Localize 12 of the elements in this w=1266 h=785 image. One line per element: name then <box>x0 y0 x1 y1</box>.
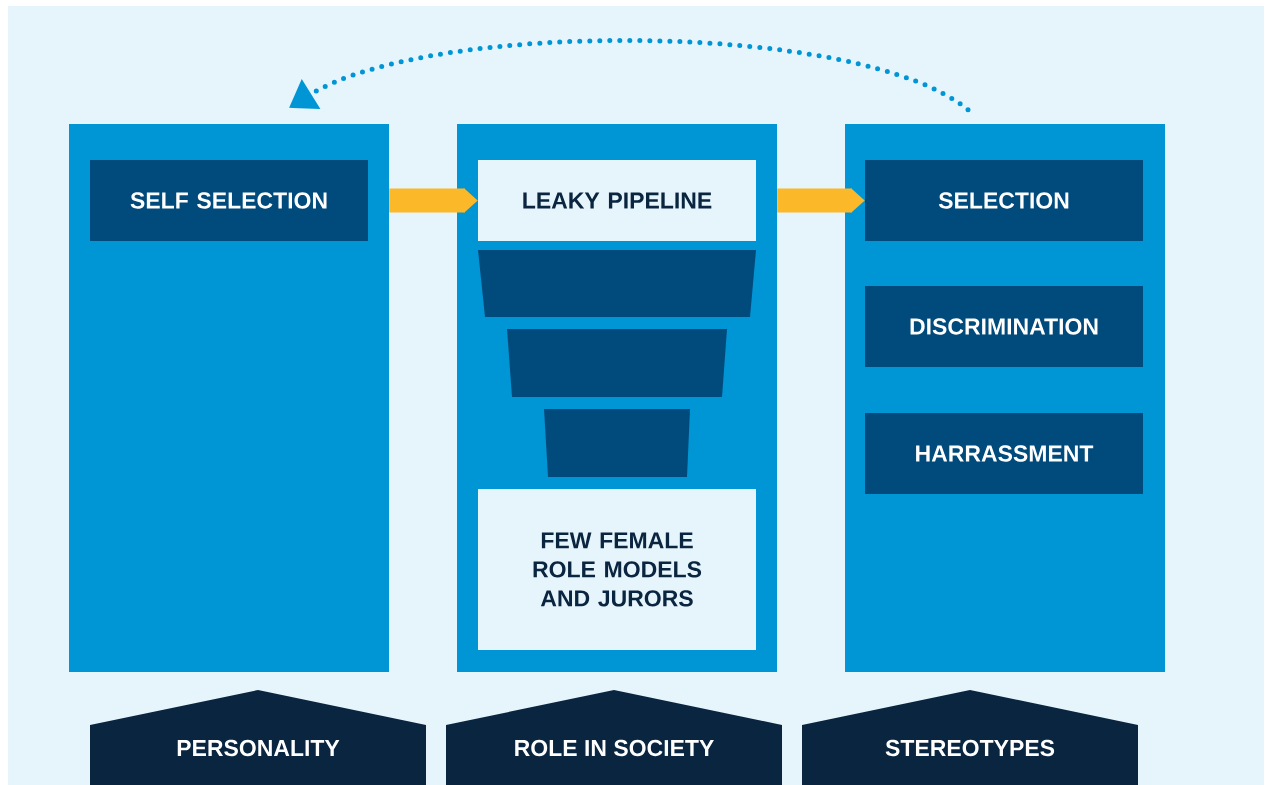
category-banner: STEREOTYPES <box>802 690 1138 785</box>
label-box: LEAKY PIPELINE <box>478 160 756 241</box>
label-box: SELF SELECTION <box>90 160 368 241</box>
label-box: FEW FEMALE ROLE MODELS AND JURORS <box>478 489 756 650</box>
label-box: HARRASSMENT <box>865 413 1143 494</box>
category-banner: PERSONALITY <box>90 690 426 785</box>
category-banner: ROLE IN SOCIETY <box>446 690 782 785</box>
label-box: DISCRIMINATION <box>865 286 1143 367</box>
label-box: SELECTION <box>865 160 1143 241</box>
funnel-segment <box>478 250 756 317</box>
funnel-segment <box>544 409 690 477</box>
funnel-segment <box>507 329 727 397</box>
